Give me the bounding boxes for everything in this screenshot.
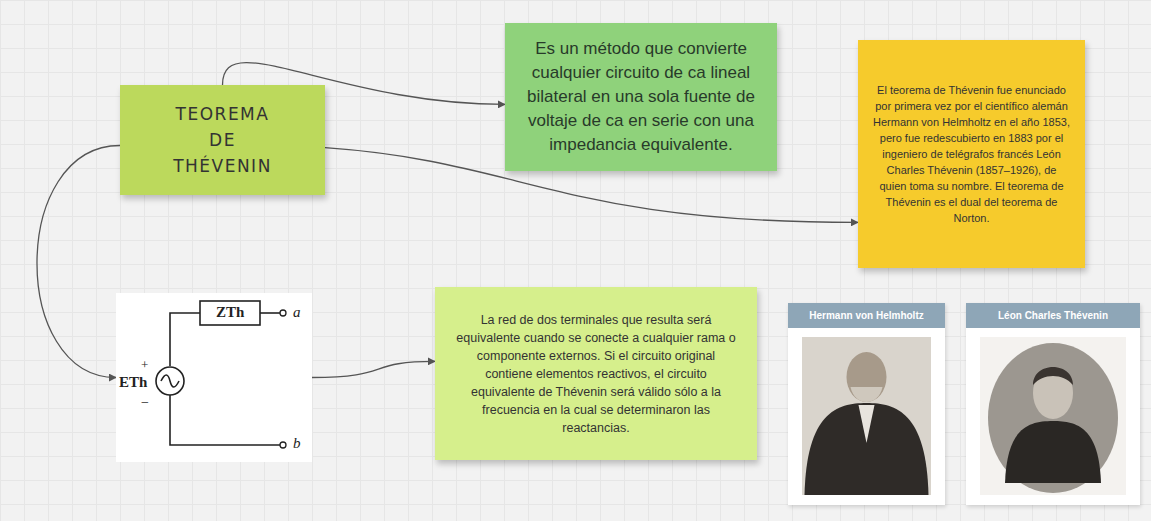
vignette	[988, 343, 1118, 493]
figure-head	[847, 352, 887, 402]
circuit-label: −	[141, 396, 149, 410]
note-text: Es un método que convierte cualquier cir…	[521, 37, 761, 157]
circuit-label: ZTh	[216, 305, 244, 320]
photo-background	[980, 337, 1126, 495]
wire	[170, 395, 280, 445]
note-text: El teorema de Thévenin fue enunciado por…	[872, 82, 1071, 226]
wire	[170, 313, 200, 366]
connector	[37, 146, 120, 378]
portrait-photo	[788, 333, 945, 503]
figure-hair	[1033, 367, 1073, 385]
portrait-caption: Léon Charles Thévenin	[966, 303, 1140, 328]
circuit-label: a	[293, 305, 301, 320]
terminal	[280, 442, 286, 448]
portrait-card: Hermann von Helmholtz	[788, 303, 945, 505]
connector	[312, 361, 435, 377]
figure-body	[805, 403, 929, 495]
title-note: TEOREMA DE THÉVENIN	[120, 85, 325, 195]
source-symbol	[156, 367, 184, 395]
circuit-figure: ZTh a + ETh − b	[116, 293, 312, 462]
portrait-card: Léon Charles Thévenin	[966, 303, 1140, 505]
wire	[260, 312, 280, 314]
history-note: El teorema de Thévenin fue enunciado por…	[858, 40, 1085, 268]
portrait-caption: Hermann von Helmholtz	[788, 303, 945, 328]
figure-body	[1005, 421, 1101, 483]
photo-background	[802, 337, 931, 495]
circuit-label: ETh	[119, 375, 147, 390]
portrait-photo	[966, 333, 1140, 503]
circuit-label: b	[293, 436, 301, 451]
note-text: TEOREMA DE THÉVENIN	[160, 101, 285, 179]
wire	[161, 375, 179, 387]
impedance-symbol	[200, 301, 260, 325]
note-text: La red de dos terminales que resulta ser…	[453, 311, 739, 437]
terminal	[280, 310, 286, 316]
figure-beard	[851, 387, 883, 402]
equivalence-note: La red de dos terminales que resulta ser…	[435, 287, 757, 460]
circuit-label: +	[141, 358, 148, 371]
definition-note: Es un método que convierte cualquier cir…	[505, 23, 777, 171]
figure-head	[1033, 367, 1073, 419]
figure-shirt	[859, 405, 875, 443]
